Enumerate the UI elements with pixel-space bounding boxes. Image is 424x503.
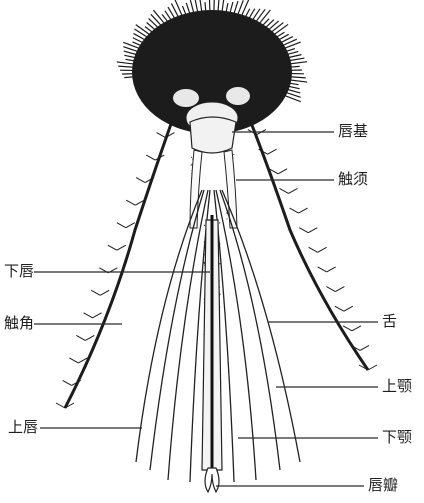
antenna-hair <box>136 178 145 183</box>
palp-right <box>224 150 237 228</box>
antenna-hair <box>309 247 318 252</box>
stipple-dot <box>233 154 234 155</box>
antenna-hair <box>279 188 288 193</box>
antenna-right <box>246 110 368 370</box>
stipple-dot <box>226 218 227 219</box>
antenna-hair <box>93 313 102 318</box>
antenna-hair <box>343 326 352 331</box>
label-tongue: 舌 <box>382 314 397 329</box>
stipple-dot <box>219 222 220 223</box>
antenna-left <box>65 110 176 408</box>
antenna-hair <box>360 345 369 350</box>
antenna-hair <box>100 290 109 295</box>
antenna-hair <box>108 245 117 250</box>
antenna-hair <box>326 287 335 292</box>
label-mandible: 下颚 <box>382 430 412 445</box>
antenna-hair <box>117 245 126 250</box>
antenna-hair <box>299 228 308 233</box>
stipple-dot <box>204 225 205 226</box>
antenna-hair <box>299 208 308 213</box>
label-antenna: 触角 <box>4 316 34 331</box>
label-palp: 触须 <box>338 172 368 187</box>
antenna-hair <box>290 208 299 213</box>
antenna-hair <box>335 287 344 292</box>
labella-tip <box>205 468 219 492</box>
antenna-hair <box>368 365 377 370</box>
antenna-hair <box>288 188 297 193</box>
antenna-hair <box>91 290 100 295</box>
antenna-hair <box>352 326 361 331</box>
label-labrum: 上唇 <box>8 420 38 435</box>
label-labella: 唇瓣 <box>368 478 398 493</box>
label-hypopharynx: 下唇 <box>4 264 34 279</box>
antenna-hair <box>308 228 317 233</box>
antenna-hair <box>318 267 327 272</box>
antenna-hair <box>69 358 78 363</box>
labium-base-shape <box>190 117 236 153</box>
antenna-hair <box>146 155 155 160</box>
antenna-hair <box>126 223 135 228</box>
antenna-hair <box>335 306 344 311</box>
antenna-hair <box>268 149 277 154</box>
antenna-hair <box>63 380 72 385</box>
mosquito-head <box>117 0 307 134</box>
antenna-hair <box>318 247 327 252</box>
label-labium-base: 唇基 <box>338 124 368 139</box>
antenna-hair <box>85 335 94 340</box>
antenna-hair <box>157 133 166 138</box>
antenna-hair <box>84 313 93 318</box>
antenna-hair <box>327 267 336 272</box>
antenna-hair <box>117 223 126 228</box>
antenna-hair <box>56 403 65 408</box>
antenna-hair <box>76 335 85 340</box>
antenna-hair <box>278 169 287 174</box>
antenna-hair <box>126 200 135 205</box>
stipple-dot <box>190 165 191 166</box>
antenna-hair <box>344 306 353 311</box>
label-maxilla: 上颚 <box>382 379 412 394</box>
stipple-dot <box>191 157 192 158</box>
